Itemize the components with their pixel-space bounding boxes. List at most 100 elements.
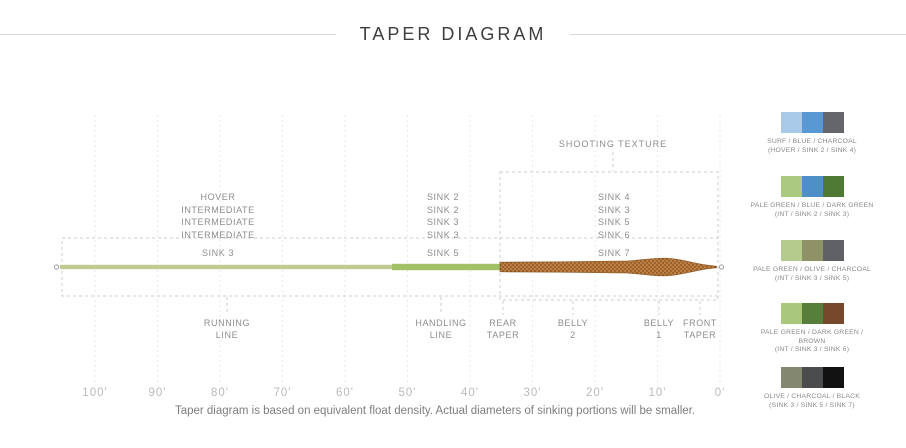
section-label-line: HANDLING	[415, 318, 467, 328]
section-label-rear-taper: REAR TAPER	[473, 317, 533, 341]
color-swatch	[780, 176, 802, 197]
section-label-line: 2	[570, 330, 576, 340]
swatch-row	[747, 112, 877, 133]
legend-caption: SURF / BLUE / CHARCOAL (HOVER / SINK 2 /…	[747, 138, 877, 155]
color-swatch	[822, 240, 844, 261]
legend-group-1: SURF / BLUE / CHARCOAL (HOVER / SINK 2 /…	[747, 112, 877, 155]
density-label: INTERMEDIATE	[181, 217, 255, 228]
scale-tick-30: 30'	[523, 387, 542, 399]
scale-tick-80: 80'	[211, 387, 229, 399]
page-title: TAPER DIAGRAM	[359, 24, 547, 44]
section-label-line: REAR	[489, 318, 517, 328]
scale-tick-60: 60'	[336, 387, 354, 399]
legend-color-names: PALE GREEN / OLIVE / CHARCOAL	[753, 266, 871, 273]
section-label-line: RUNNING	[203, 318, 251, 328]
color-swatch	[780, 240, 802, 261]
legend-caption: OLIVE / CHARCOAL / BLACK (SINK 3 / SINK …	[747, 393, 877, 410]
color-swatch	[801, 112, 823, 133]
density-column-handling: SINK 2 SINK 2 SINK 3 SINK 3 SINK 5	[383, 191, 503, 260]
color-swatch	[801, 367, 823, 388]
legend-densities: (INT / SINK 2 / SINK 3)	[774, 210, 850, 218]
swatch-row	[747, 367, 877, 388]
color-legend: SURF / BLUE / CHARCOAL (HOVER / SINK 2 /…	[747, 0, 877, 448]
swatch-row	[747, 303, 877, 324]
color-swatch	[822, 367, 844, 388]
density-label: SINK 5	[426, 248, 460, 259]
density-label: HOVER	[200, 192, 236, 202]
scale-tick-50: 50'	[398, 387, 417, 399]
color-swatch	[801, 176, 823, 197]
legend-color-names: PALE GREEN / BLUE / DARK GREEN	[750, 202, 874, 209]
legend-group-2: PALE GREEN / BLUE / DARK GREEN (INT / SI…	[747, 176, 877, 219]
footnote: Taper diagram is based on equivalent flo…	[174, 405, 696, 417]
shooting-texture-label: SHOOTING TEXTURE	[558, 139, 668, 149]
density-label: SINK 2	[426, 204, 460, 215]
shooting-texture-box	[499, 171, 719, 301]
title-rule-right	[570, 34, 906, 35]
density-label: SINK 3	[426, 229, 460, 240]
color-swatch	[801, 303, 823, 324]
section-label-belly-2: BELLY 2	[543, 317, 603, 341]
legend-caption: PALE GREEN / DARK GREEN / BROWN (INT / S…	[747, 329, 877, 355]
legend-group-3: PALE GREEN / OLIVE / CHARCOAL (INT / SIN…	[747, 240, 877, 283]
scale-tick-90: 90'	[148, 387, 167, 399]
density-label: SINK 4	[597, 192, 631, 202]
rear-tip-marker	[53, 264, 60, 270]
legend-color-names: SURF / BLUE / CHARCOAL	[767, 138, 857, 145]
legend-group-4: PALE GREEN / DARK GREEN / BROWN (INT / S…	[747, 303, 877, 355]
density-label: SINK 6	[597, 229, 631, 240]
section-label-handling-line: HANDLING LINE	[401, 317, 481, 341]
scale-tick-10: 10'	[648, 387, 667, 399]
running-line-segment	[60, 264, 392, 270]
scale-tick-0: 0'	[714, 387, 726, 399]
density-label: SINK 2	[426, 192, 460, 202]
density-column-head: SINK 4 SINK 3 SINK 5 SINK 6 SINK 7	[554, 191, 674, 260]
scale-tick-20: 20'	[586, 387, 604, 399]
color-swatch	[822, 112, 844, 133]
section-label-line: 1	[656, 330, 662, 340]
density-label: INTERMEDIATE	[181, 204, 255, 215]
section-label-belly-1: BELLY 1	[637, 317, 681, 341]
section-label-line: TAPER	[683, 330, 717, 340]
legend-densities: (HOVER / SINK 2 / SINK 4)	[767, 146, 857, 154]
density-label: SINK 3	[201, 248, 235, 259]
section-label-line: LINE	[215, 330, 239, 340]
section-label-line: LINE	[429, 330, 453, 340]
color-swatch	[822, 176, 844, 197]
density-label: SINK 5	[597, 217, 631, 228]
swatch-row	[747, 176, 877, 197]
color-swatch	[780, 367, 802, 388]
handling-line-segment	[392, 263, 501, 271]
color-swatch	[801, 240, 823, 261]
section-label-line: BELLY	[557, 318, 589, 328]
color-swatch	[780, 112, 802, 133]
legend-densities: (INT / SINK 3 / SINK 6)	[774, 346, 850, 354]
title-bar: TAPER DIAGRAM	[0, 24, 906, 45]
legend-color-names: PALE GREEN / DARK GREEN / BROWN	[760, 329, 864, 345]
density-column-running: HOVER INTERMEDIATE INTERMEDIATE INTERMED…	[143, 191, 293, 260]
legend-group-5: OLIVE / CHARCOAL / BLACK (SINK 3 / SINK …	[747, 367, 877, 410]
title-rule-left	[0, 34, 336, 35]
section-label-front-taper: FRONT TAPER	[676, 317, 724, 341]
section-label-line: FRONT	[683, 318, 717, 328]
density-label: INTERMEDIATE	[181, 229, 255, 240]
legend-densities: (SINK 3 / SINK 5 / SINK 7)	[769, 401, 855, 409]
taper-line-graphic	[53, 115, 725, 386]
section-label-line: TAPER	[486, 330, 520, 340]
color-swatch	[822, 303, 844, 324]
legend-color-names: OLIVE / CHARCOAL / BLACK	[764, 393, 860, 400]
legend-caption: PALE GREEN / OLIVE / CHARCOAL (INT / SIN…	[747, 266, 877, 283]
color-swatch	[780, 303, 802, 324]
legend-caption: PALE GREEN / BLUE / DARK GREEN (INT / SI…	[747, 202, 877, 219]
section-label-line: BELLY	[643, 318, 675, 328]
scale-tick-70: 70'	[273, 387, 292, 399]
density-label: SINK 7	[597, 248, 631, 259]
section-label-running-line: RUNNING LINE	[187, 317, 267, 341]
swatch-row	[747, 240, 877, 261]
scale-tick-40: 40'	[461, 387, 479, 399]
density-label: SINK 3	[426, 217, 460, 228]
front-tip-marker	[718, 264, 725, 270]
gridlines	[94, 115, 721, 386]
belly-segment	[499, 257, 717, 277]
